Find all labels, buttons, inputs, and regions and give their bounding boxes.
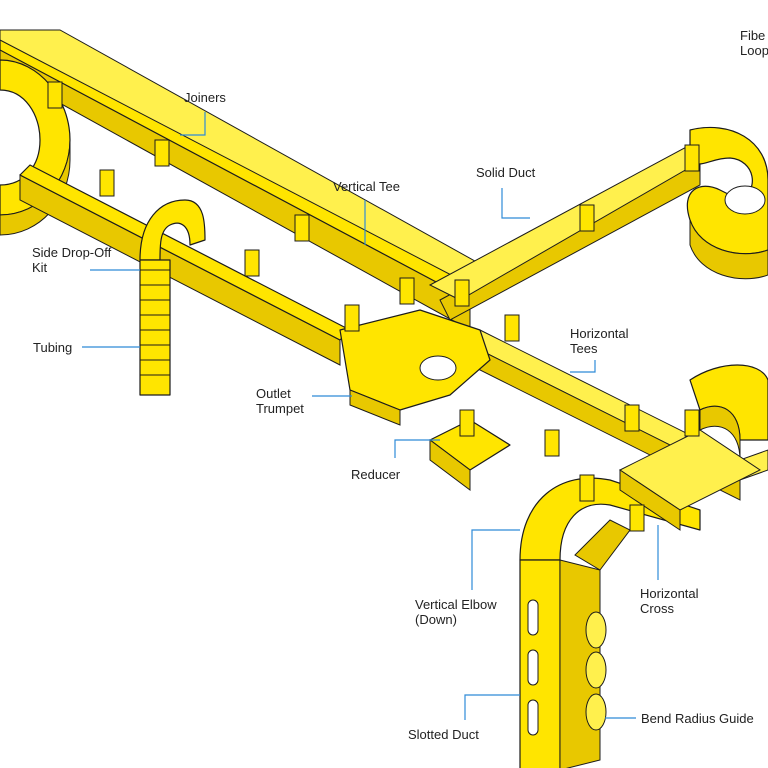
leader-reducer [394,439,440,458]
label-side-drop-off-kit: Side Drop-Off Kit [32,245,112,275]
main-duct-run [0,29,501,331]
label-solid-duct: Solid Duct [476,165,536,180]
tubing [139,259,171,396]
central-junction [339,309,491,426]
label-joiners: Joiners [184,90,226,105]
horizontal-cross-part [619,429,761,531]
label-vertical-elbow: Vertical Elbow (Down) [415,597,497,627]
label-reducer: Reducer [351,467,401,482]
leader-lines [82,112,659,720]
leader-horizontal-tees [570,360,596,373]
leader-slotted-duct [464,694,520,720]
label-bend-radius-guide: Bend Radius Guide [641,711,754,726]
label-horizontal-cross: Horizontal Cross [640,586,699,616]
leader-joiners [180,112,206,136]
reducer-part [429,419,511,491]
upper-right-duct [428,144,722,321]
label-horizontal-tees: Horizontal Tees [570,326,629,356]
label-fiber-loop: Fibe Loop [740,28,768,58]
label-outlet-trumpet: Outlet Trumpet [256,386,304,416]
fiber-loop [686,126,768,280]
label-vertical-tee: Vertical Tee [333,179,400,194]
slotted-duct-slots [527,599,539,736]
leader-vertical-elbow [471,529,520,590]
leader-solid-duct [501,188,530,219]
label-tubing: Tubing [33,340,73,355]
joiners [47,81,700,532]
label-slotted-duct: Slotted Duct [408,727,479,742]
lower-duct-run [19,164,351,366]
side-drop-off-kit [139,199,206,261]
bend-radius-guides [585,611,607,731]
